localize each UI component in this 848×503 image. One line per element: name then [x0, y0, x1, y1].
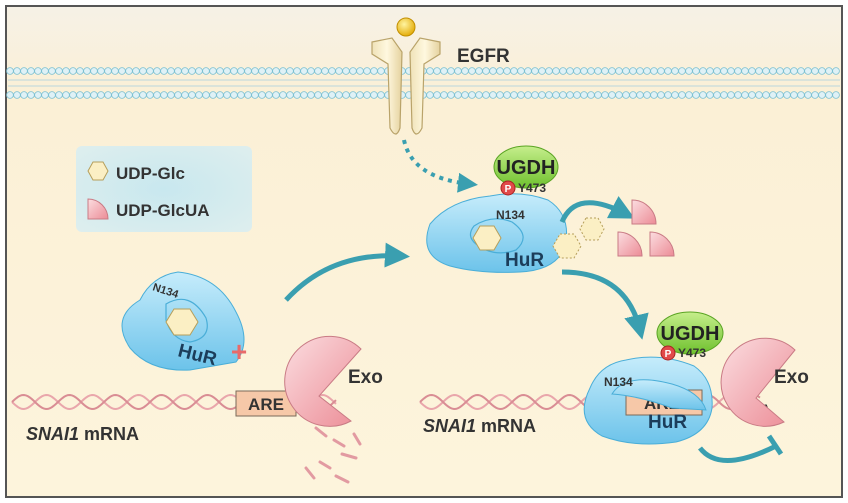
complex-bottom: ARE N134 HuR UGDH P Y473 — [583, 311, 724, 445]
cell-membrane — [6, 67, 840, 99]
mrna-label-right: SNAI1 mRNA — [423, 416, 536, 436]
complex-top: N134 HuR UGDH P Y473 — [426, 145, 568, 273]
translocation-arrow — [561, 269, 649, 340]
legend: UDP-Glc UDP-GlcUA — [76, 146, 252, 232]
residue-label: N134 — [604, 375, 633, 389]
svg-text:P: P — [505, 184, 512, 195]
residue-label: N134 — [496, 208, 525, 222]
legend-label-udp-glc: UDP-Glc — [116, 164, 185, 183]
site-label: Y473 — [518, 181, 546, 195]
inhibit-cross-icon: + — [231, 336, 247, 367]
svg-text:P: P — [665, 349, 672, 360]
exo-left: Exo — [284, 335, 383, 427]
conversion-arrow — [559, 195, 635, 224]
svg-text:UGDH: UGDH — [497, 157, 556, 179]
egfr-receptor: EGFR — [371, 17, 510, 135]
exo-right: Exo — [720, 337, 809, 427]
hur-free: N134 HuR + — [121, 271, 247, 371]
svg-text:UGDH: UGDH — [661, 323, 720, 345]
hur-label: HuR — [648, 412, 687, 433]
hexagon-icon — [165, 308, 199, 336]
hexagon-icon — [87, 161, 109, 181]
binding-arrow — [284, 242, 410, 302]
phospho-icon — [500, 180, 516, 196]
substrate-hexagons — [552, 217, 605, 259]
ugdh-enzyme — [493, 145, 559, 189]
signaling-arrow — [402, 139, 478, 193]
phospho-icon — [660, 345, 676, 361]
degraded-rna-fragments — [304, 426, 362, 484]
ligand-icon — [396, 17, 416, 37]
hur-label: HuR — [505, 250, 544, 271]
are-box-left: ARE — [235, 390, 297, 417]
egfr-label: EGFR — [457, 46, 510, 67]
quarter-circle-icon — [87, 198, 109, 220]
mrna-label-left: SNAI1 mRNA — [26, 424, 139, 444]
svg-text:Exo: Exo — [348, 367, 383, 388]
inhibition-arrow — [698, 434, 784, 463]
site-label: Y473 — [678, 346, 706, 360]
products-udp-glcua — [617, 199, 675, 257]
ugdh-enzyme — [656, 311, 724, 355]
quarter-circle-icon — [649, 231, 675, 257]
quarter-circle-icon — [617, 231, 643, 257]
svg-text:Exo: Exo — [774, 367, 809, 388]
legend-label-udp-glcua: UDP-GlcUA — [116, 201, 210, 220]
quarter-circle-icon — [631, 199, 657, 225]
svg-text:ARE: ARE — [248, 395, 284, 414]
hexagon-icon — [472, 225, 502, 251]
